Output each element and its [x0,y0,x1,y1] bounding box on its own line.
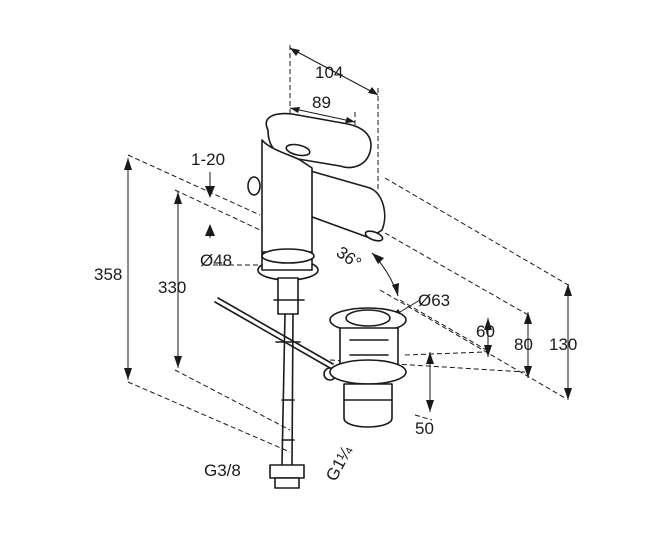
dimension-lines [124,47,572,412]
label-base-diameter: Ø48 [200,251,232,270]
label-lever-offset: 1-20 [191,150,225,169]
label-waste-thread: G1¼ [322,442,356,484]
label-spout-angle: 36° [333,243,365,273]
popup-rod [214,297,337,381]
label-tap-height: 130 [549,335,577,354]
label-width-spout: 89 [312,93,331,112]
waste-valve [329,307,407,428]
label-spout-height: 80 [514,335,533,354]
label-supply-thread: G3/8 [204,461,241,480]
extension-lines [127,45,571,453]
label-width-total: 104 [315,63,343,82]
faucet-body [247,112,386,281]
label-height-lower: 330 [158,278,186,297]
supply-hose [269,277,305,489]
label-waste-length: 50 [415,419,434,438]
label-waste-diameter: Ø63 [418,291,450,310]
label-spout-clearance: 60 [476,322,495,341]
label-height-total: 358 [94,265,122,284]
